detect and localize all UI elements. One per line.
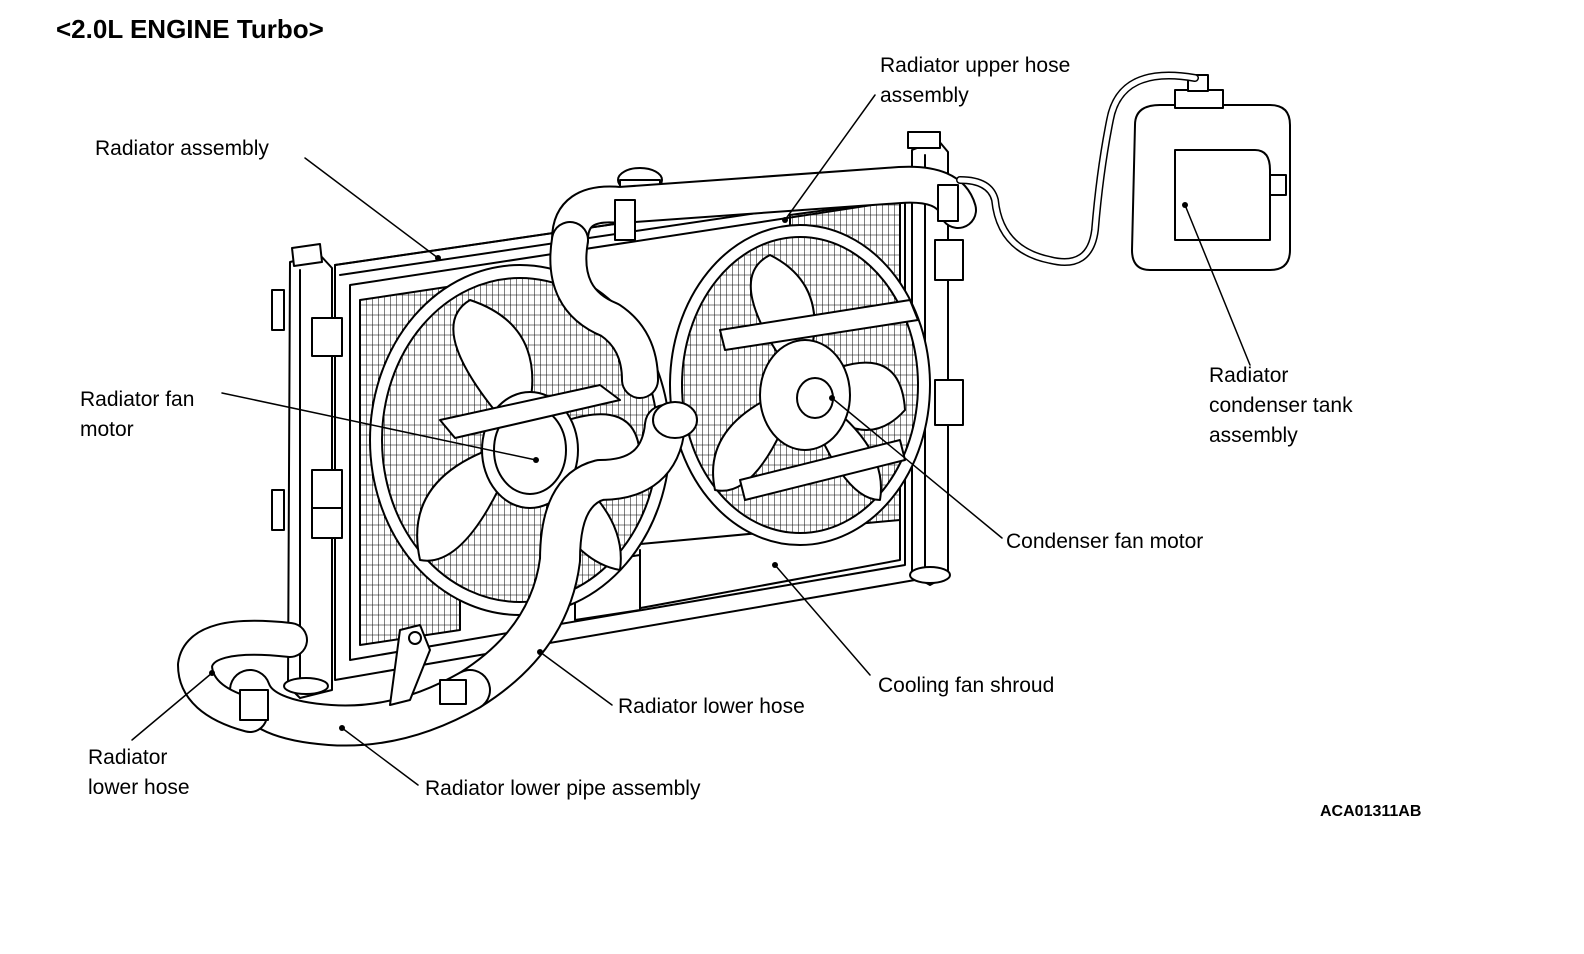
label-radiator-lower-hose-left: Radiator lower hose [88,743,190,803]
label-line: Cooling fan shroud [878,674,1055,697]
label-line: Radiator lower pipe assembly [425,777,701,800]
label-line: Radiator fan [80,388,195,411]
label-radiator-upper-hose: Radiator upper hose assembly [880,51,1070,111]
label-line: Radiator [88,746,168,769]
label-line: Radiator upper hose [880,54,1071,77]
label-line: lower hose [88,776,190,799]
label-line: assembly [880,84,969,107]
label-line: Radiator [1209,364,1289,387]
label-condenser-tank: Radiator condenser tank assembly [1209,361,1353,451]
radiator-fan [369,264,671,616]
label-line: motor [80,418,134,441]
leader-condenser-tank [1184,204,1251,366]
label-cooling-fan-shroud: Cooling fan shroud [878,671,1054,701]
leader-cooling-fan-shroud [774,564,871,676]
label-radiator-lower-pipe: Radiator lower pipe assembly [425,774,700,804]
figure-id: ACA01311AB [1320,803,1422,820]
label-line: Radiator assembly [95,137,269,160]
upper-hose [549,165,977,399]
leader-upper-hose [784,94,876,221]
leader-lines [131,94,1251,786]
leader-lower-hose-left [131,672,213,741]
condenser-fan [669,224,931,546]
leader-lower-pipe [341,727,419,786]
label-line: assembly [1209,424,1298,447]
label-radiator-lower-hose-center: Radiator lower hose [618,692,805,722]
label-radiator-assembly: Radiator assembly [95,134,269,164]
condenser-tank [1131,74,1291,271]
label-line: condenser tank [1209,394,1353,417]
overflow-hose [956,71,1199,266]
label-radiator-fan-motor: Radiator fan motor [80,385,194,445]
right-tank [907,131,964,586]
leader-lower-hose-center [539,651,613,706]
label-line: Radiator lower hose [618,695,805,718]
leader-dots [209,202,1188,731]
leader-condenser-fan-motor [831,397,1003,539]
leader-radiator-fan-motor [221,392,537,461]
leader-radiator-assembly [304,157,439,259]
label-condenser-fan-motor: Condenser fan motor [1006,527,1203,557]
lower-hose [177,401,698,747]
label-line: Condenser fan motor [1006,530,1204,553]
left-tank [271,243,343,699]
diagram-title: <2.0L ENGINE Turbo> [56,14,324,44]
